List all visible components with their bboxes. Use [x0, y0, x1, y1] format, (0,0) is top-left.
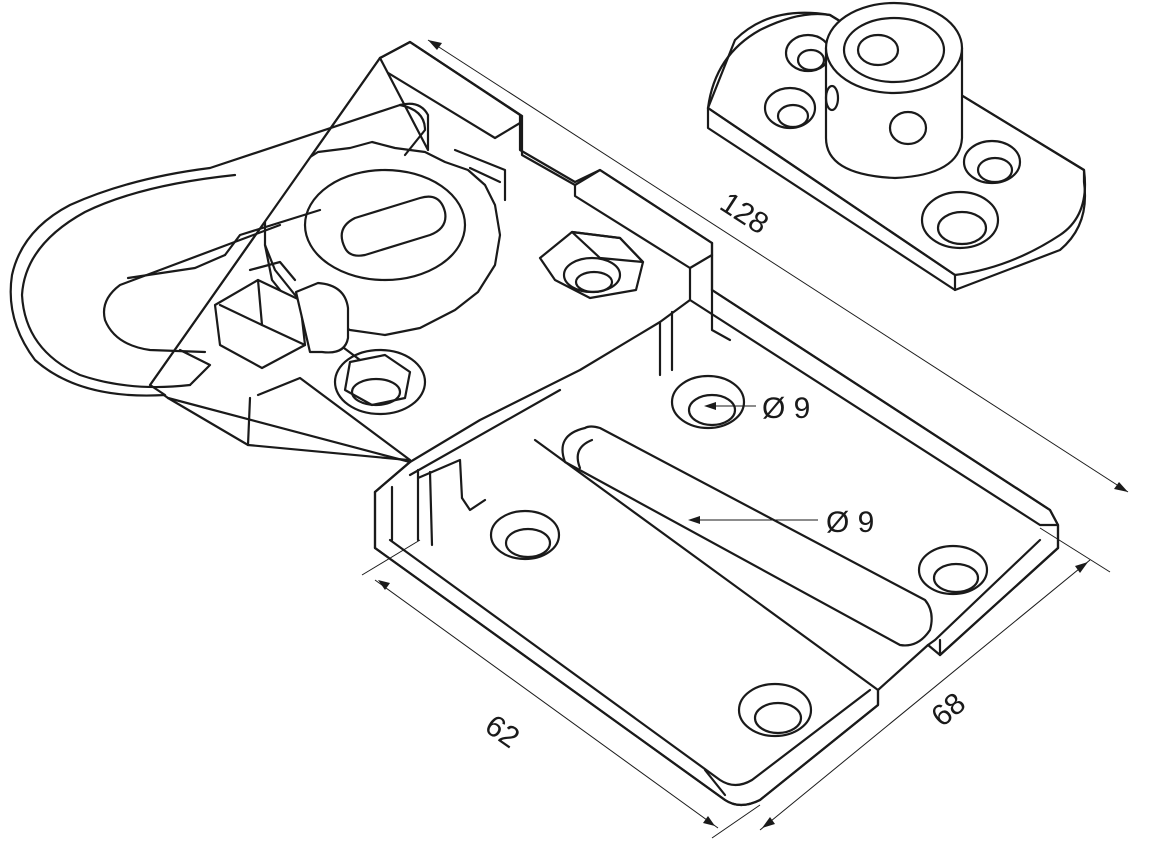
latch-bolt [213, 148, 507, 370]
dimension-128-label: 128 [714, 186, 774, 241]
hex-nut-lower [333, 348, 427, 416]
dimension-68-label: 68 [925, 687, 972, 734]
dimension-62-label: 62 [479, 709, 525, 755]
hole-right-upper [670, 374, 746, 430]
main-bracket [9, 40, 1060, 807]
elongated-slot [561, 425, 933, 647]
hook-arm [9, 56, 430, 397]
callout-hole-slot-label: Ø 9 [826, 506, 874, 539]
callout-hole-slot: Ø 9 [688, 506, 874, 539]
mounting-plate [706, 1, 1086, 292]
plate-hole-3 [962, 139, 1022, 185]
hole-front-upper [489, 509, 561, 561]
pivot-boss [824, 1, 964, 180]
plate-hole-1 [763, 86, 817, 130]
callout-hole-upper: Ø 9 [704, 392, 810, 425]
hole-right-lower [917, 544, 989, 596]
plate-hole-4 [920, 190, 1000, 250]
hole-front-lower [737, 682, 813, 738]
hex-nut-upper [538, 230, 645, 300]
callout-hole-upper-label: Ø 9 [762, 392, 810, 425]
